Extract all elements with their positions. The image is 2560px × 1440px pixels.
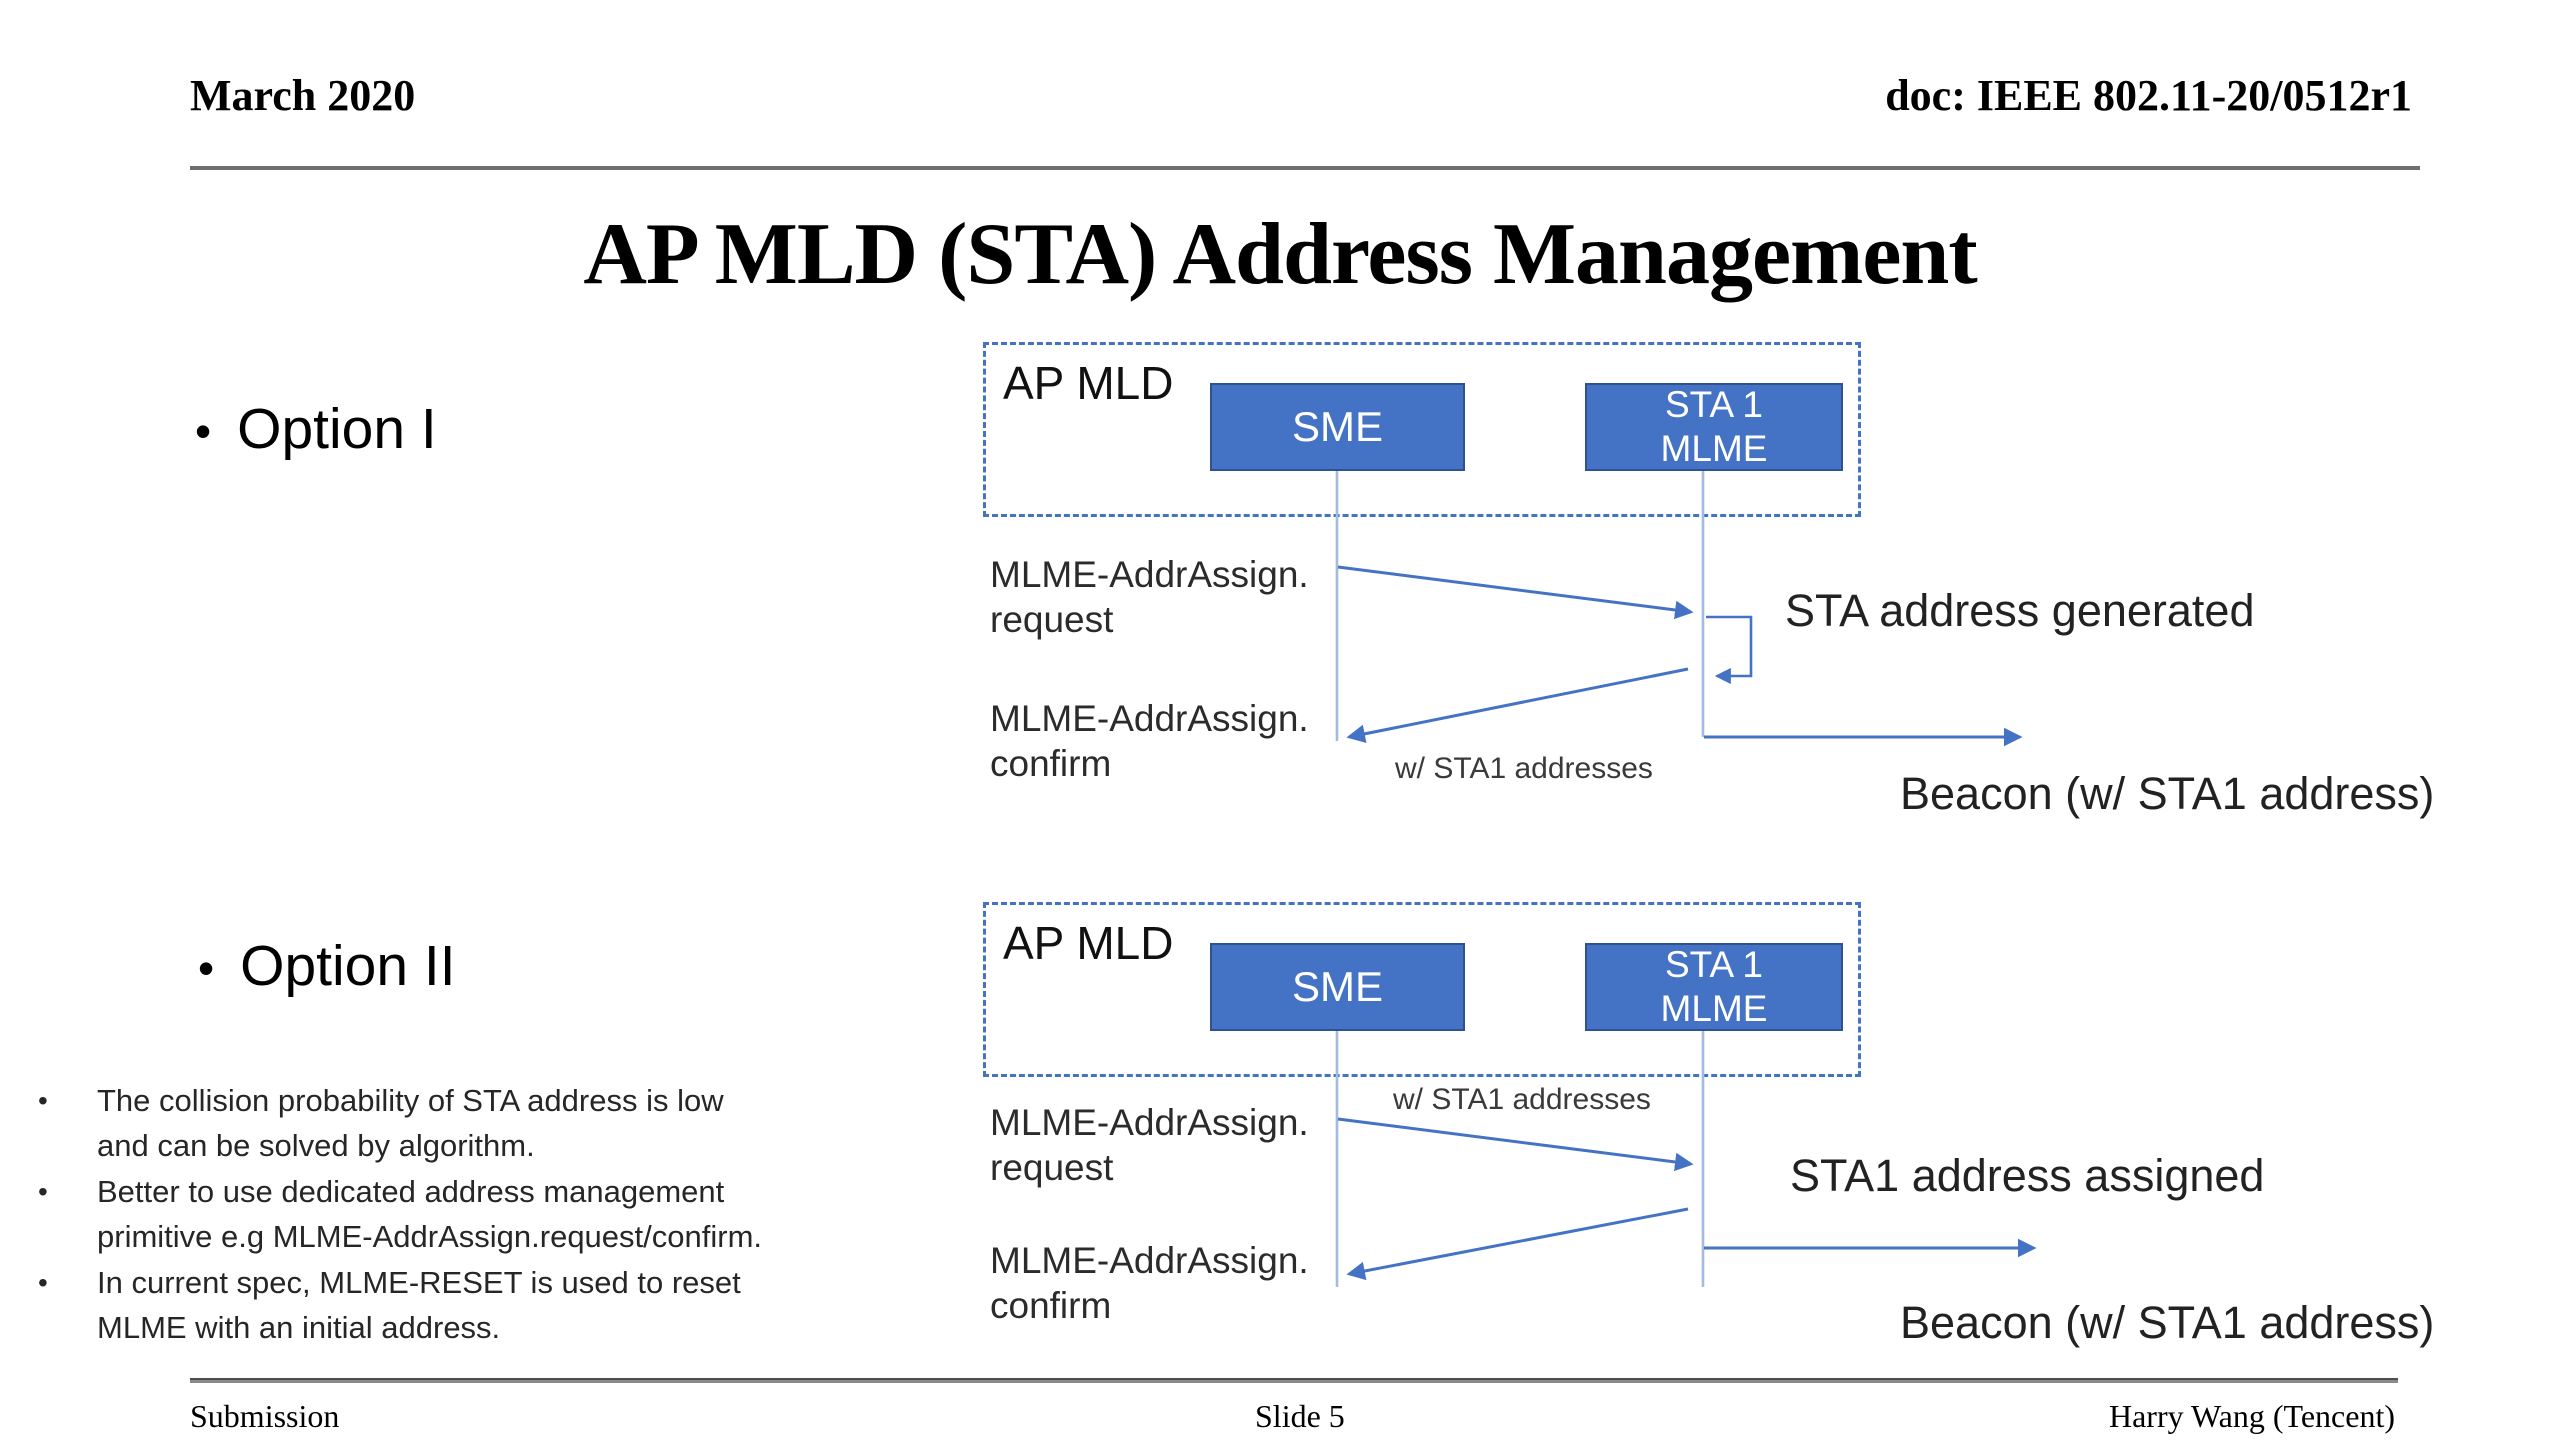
option2-heading: • Option II <box>198 935 456 998</box>
page-title: AP MLD (STA) Address Management <box>583 206 1977 303</box>
header-doc-number: doc: IEEE 802.11-20/0512r1 <box>1885 71 2412 120</box>
option2-ap-mld-container <box>983 902 1861 1077</box>
option2-beacon-note: Beacon (w/ STA1 address) <box>1900 1297 2435 1348</box>
bullet-icon: • <box>198 942 215 995</box>
option1-self-loop-arrow <box>1706 615 1753 685</box>
lifelines <box>1335 471 1705 1287</box>
option2-confirm-line1: MLME-AddrAssign. <box>990 1240 1309 1281</box>
option2-request-line2: request <box>990 1147 1114 1188</box>
note-line: In current spec, MLME-RESET is used to r… <box>97 1265 741 1300</box>
option1-ap-mld-label: AP MLD <box>1003 357 1174 409</box>
note-text: The collision probability of STA address… <box>97 1078 724 1168</box>
option1-sta1-line2: MLME <box>1660 428 1768 469</box>
option1-confirm-line1: MLME-AddrAssign. <box>990 698 1309 739</box>
bullet-icon: • <box>38 1176 48 1207</box>
option2-ap-mld-label: AP MLD <box>1003 917 1174 969</box>
option1-ap-mld-container <box>983 342 1861 517</box>
note-line: and can be solved by algorithm. <box>97 1128 535 1163</box>
header-date: March 2020 <box>190 71 416 120</box>
option1-sme-box: SME <box>1210 383 1465 471</box>
option1-label: Option I <box>237 397 437 461</box>
list-item: • In current spec, MLME-RESET is used to… <box>38 1260 938 1350</box>
list-item: • Better to use dedicated address manage… <box>38 1169 938 1259</box>
option2-sme-box: SME <box>1210 943 1465 1031</box>
note-line: primitive e.g MLME-AddrAssign.request/co… <box>97 1219 763 1254</box>
option1-request-line1: MLME-AddrAssign. <box>990 554 1309 595</box>
option2-request-label: MLME-AddrAssign. request <box>990 1100 1309 1190</box>
bullet-icon: • <box>38 1267 48 1298</box>
list-item: • The collision probability of STA addre… <box>38 1078 938 1168</box>
option1-confirm-arrow <box>1346 667 1689 743</box>
option1-confirm-label: MLME-AddrAssign. confirm <box>990 696 1309 786</box>
bullet-icon: • <box>38 1085 48 1116</box>
note-text: In current spec, MLME-RESET is used to r… <box>97 1260 741 1350</box>
note-line: Better to use dedicated address manageme… <box>97 1174 725 1209</box>
option2-addresses-note: w/ STA1 addresses <box>1393 1083 1651 1116</box>
option1-result-note: STA address generated <box>1785 585 2255 636</box>
option2-request-line1: MLME-AddrAssign. <box>990 1102 1309 1143</box>
option1-sta1-line1: STA 1 <box>1664 384 1764 426</box>
option1-sta1-mlme-box: STA 1 MLME <box>1585 383 1843 471</box>
option1-request-label: MLME-AddrAssign. request <box>990 552 1309 642</box>
option2-label: Option II <box>240 934 456 998</box>
footer-rule <box>190 1378 2398 1383</box>
option2-result-note: STA1 address assigned <box>1790 1150 2265 1201</box>
option1-heading: • Option I <box>195 398 437 461</box>
option1-request-arrow <box>1337 565 1694 620</box>
footer-slide-number: Slide 5 <box>1255 1398 1345 1434</box>
option1-addresses-note: w/ STA1 addresses <box>1395 752 1653 785</box>
option2-confirm-arrow <box>1346 1207 1689 1281</box>
option2-sta1-line2: MLME <box>1660 988 1768 1029</box>
bullet-icon: • <box>195 405 212 458</box>
option1-request-line2: request <box>990 599 1114 640</box>
option1-beacon-note: Beacon (w/ STA1 address) <box>1900 768 2435 819</box>
footer-submission: Submission <box>190 1398 340 1434</box>
option2-request-arrow <box>1337 1117 1694 1172</box>
option2-sta1-mlme-box: STA 1 MLME <box>1585 943 1843 1031</box>
option2-sta1-line1: STA 1 <box>1664 944 1764 986</box>
footer-author: Harry Wang (Tencent) <box>2108 1398 2395 1434</box>
option2-confirm-label: MLME-AddrAssign. confirm <box>990 1238 1309 1328</box>
note-text: Better to use dedicated address manageme… <box>97 1169 762 1259</box>
note-line: MLME with an initial address. <box>97 1310 501 1345</box>
option2-notes: • The collision probability of STA addre… <box>38 1078 938 1351</box>
option2-confirm-line2: confirm <box>990 1285 1112 1326</box>
header-rule <box>190 166 2420 170</box>
note-line: The collision probability of STA address… <box>97 1083 724 1118</box>
option1-confirm-line2: confirm <box>990 743 1112 784</box>
